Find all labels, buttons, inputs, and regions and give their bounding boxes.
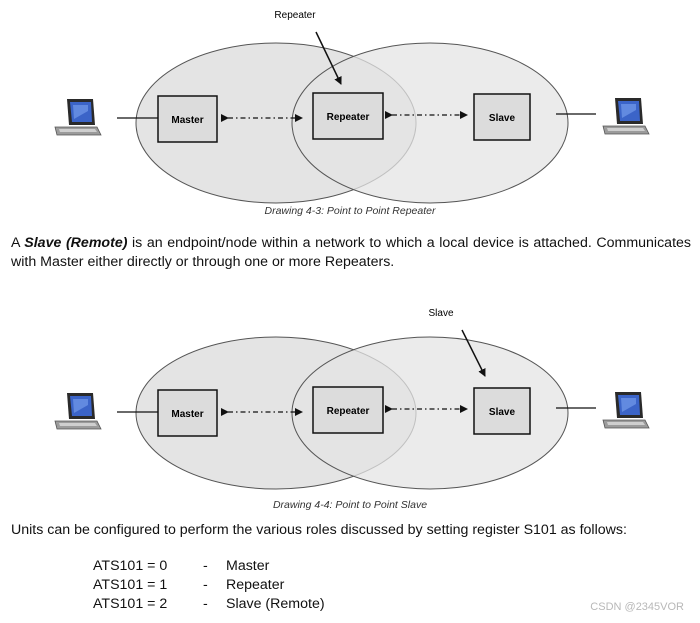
configuration-paragraph: Units can be configured to perform the v… (11, 522, 627, 538)
pointer-label: Slave (428, 308, 453, 319)
master-node-label: Master (171, 409, 203, 420)
master-node (157, 389, 218, 437)
watermark: CSDN @2345VOR (590, 601, 684, 613)
slave-node (473, 387, 531, 435)
repeater-node-label: Repeater (327, 406, 370, 417)
role-row: ATS101 = 1 - Repeater (93, 576, 325, 595)
paragraph-prefix: A (11, 235, 25, 251)
diagram-point-to-point-repeater: Master Repeater Slave Repeater (0, 0, 700, 205)
pointer-arrow (315, 31, 342, 85)
laptop-icon (54, 393, 102, 430)
role-settings-list: ATS101 = 0 - Master ATS101 = 1 - Repeate… (93, 557, 325, 614)
repeater-node (312, 92, 384, 140)
role-name: Slave (Remote) (226, 596, 325, 612)
master-node-label: Master (171, 115, 203, 126)
laptop-icon (54, 99, 102, 136)
repeater-node (312, 386, 384, 434)
laptop-icon (602, 98, 650, 135)
role-setting: ATS101 = 1 (93, 577, 168, 593)
defined-term: Slave (Remote) (24, 235, 128, 251)
slave-node-label: Slave (489, 113, 516, 124)
role-name: Master (226, 558, 270, 574)
diagram-point-to-point-slave: Master Repeater Slave Slave (0, 300, 700, 500)
slave-node-label: Slave (489, 407, 516, 418)
role-dash: - (203, 577, 208, 593)
role-dash: - (203, 596, 208, 612)
role-setting: ATS101 = 0 (93, 558, 168, 574)
master-node (157, 95, 218, 143)
slave-definition-paragraph: A Slave (Remote) is an endpoint/node wit… (11, 234, 691, 272)
coverage-ellipse-right (291, 42, 569, 204)
laptop-icon (602, 392, 650, 429)
role-row: ATS101 = 0 - Master (93, 557, 325, 576)
role-name: Repeater (226, 577, 285, 593)
figure-caption: Drawing 4-4: Point to Point Slave (272, 499, 428, 511)
slave-node (473, 93, 531, 141)
pointer-label: Repeater (274, 10, 316, 21)
paragraph-body: is an endpoint/node within a network to … (11, 235, 691, 270)
repeater-node-label: Repeater (327, 112, 370, 123)
pointer-arrow (461, 329, 486, 377)
role-dash: - (203, 558, 208, 574)
role-setting: ATS101 = 2 (93, 596, 168, 612)
role-row: ATS101 = 2 - Slave (Remote) (93, 595, 325, 614)
figure-caption: Drawing 4-3: Point to Point Repeater (264, 205, 436, 217)
